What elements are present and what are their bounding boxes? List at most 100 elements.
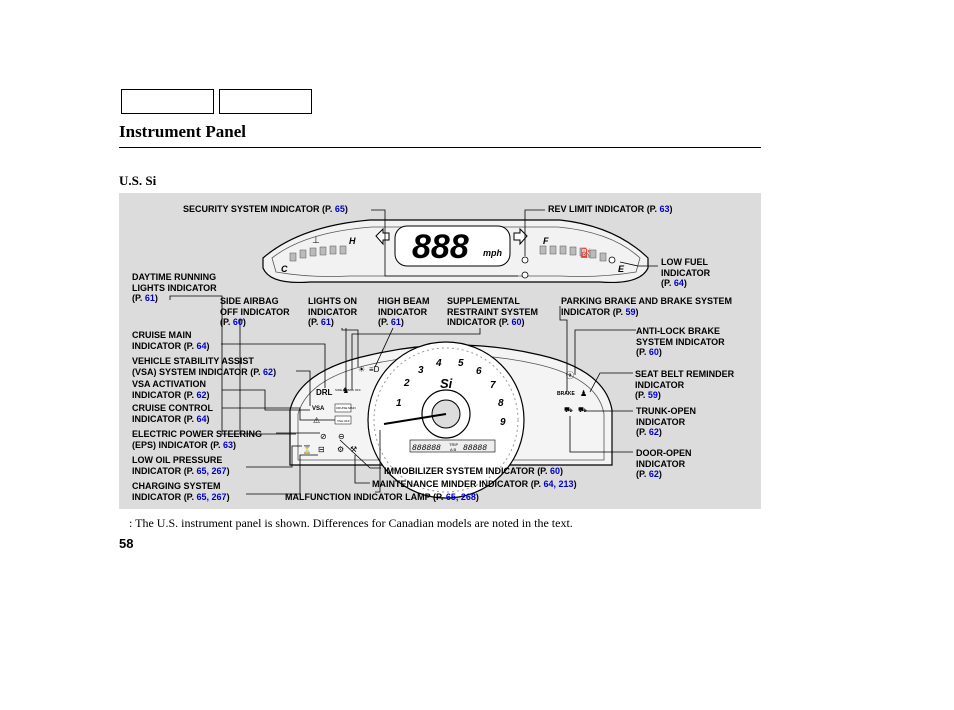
temp-c-label: C [281,264,288,274]
header-tab-2 [219,89,312,114]
page-ref-malfunction[interactable]: 65, 268 [445,492,476,502]
security-led [521,256,529,264]
turn-right-icon [513,227,528,246]
page-ref-cruise-control[interactable]: 64 [196,413,207,424]
oil-can-icon: ⏳ [302,444,312,454]
fuel-pump-icon: ⛽ [580,247,591,258]
vsa-indicator-text: VSA [312,406,325,412]
page-ref-parking-brake[interactable]: 59 [625,306,636,317]
label-security-system: SECURITY SYSTEM INDICATOR (P. 65) [183,204,348,214]
page-ref-drl[interactable]: 61 [144,293,155,303]
abs-icon: ⓐ [566,371,574,380]
battery-icon: ⊟ [318,445,325,454]
trip-digits: 88888 [463,444,487,453]
label-eps: ELECTRIC POWER STEERING (EPS) INDICATOR … [132,429,263,450]
rev-limit-led [521,271,529,279]
tachometer-needle [383,413,447,425]
page-ref-cruise-main[interactable]: 64 [196,340,207,351]
odometer-box [409,439,496,453]
tach-number-3: 3 [418,365,424,376]
turn-left-icon [375,227,390,246]
page-ref-lights-on[interactable]: 61 [320,317,331,327]
vsa-off-indicator-text: VSA OFF [337,419,350,423]
fuel-bar-segments [539,245,607,262]
seatbelt-icon: ♟ [580,389,587,398]
label-charging: CHARGING SYSTEM INDICATOR (P. 65, 267) [132,481,230,502]
label-vsa-activation: VSA ACTIVATION INDICATOR (P. 62) [132,379,210,400]
tach-number-7: 7 [490,380,496,391]
speed-display [394,225,511,267]
page-ref-door-open[interactable]: 62 [648,469,659,479]
page-ref-eps[interactable]: 63 [223,439,234,450]
page-ref-vsa-activation[interactable]: 62 [196,389,207,400]
odometer-digits: 888888 [412,444,441,453]
page-ref-high-beam[interactable]: 61 [390,317,401,327]
page-ref-side-airbag[interactable]: 60 [232,317,243,327]
page-ref-vsa-system[interactable]: 62 [263,366,274,377]
label-cruise-control: CRUISE CONTROL INDICATOR (P. 64) [132,403,213,424]
door-open-icon: ⛟ [564,407,573,414]
speed-digits: 888 [412,228,469,266]
label-vsa-system: VEHICLE STABILITY ASSIST (VSA) SYSTEM IN… [132,356,277,377]
trip-ab: A B [450,447,457,452]
label-low-oil: LOW OIL PRESSURE INDICATOR (P. 65, 267) [132,455,230,476]
page-title: Instrument Panel [119,122,247,141]
leader-lines [169,209,658,495]
page-ref-immobilizer[interactable]: 60 [550,466,561,476]
tach-number-4: 4 [435,358,442,369]
temp-bar-segments [289,245,347,262]
trunk-open-icon: ⛟ [578,407,587,414]
model-heading: U.S. Si [119,173,157,188]
engine-icon: ⚙ [337,445,344,454]
page-ref-trunk-open[interactable]: 62 [648,427,659,437]
cruise-main-indicator-text: CRUISE MAIN [336,406,356,410]
page-ref-maintenance[interactable]: 64, 213 [543,479,574,489]
high-beam-icon: ≡D [369,365,380,374]
lights-on-icon: ☀ [358,365,365,374]
page-number: 58 [119,536,134,551]
page-ref-charging[interactable]: 65, 267 [196,491,227,502]
trip-label: TRIP [449,442,458,447]
label-cruise-main: CRUISE MAIN INDICATOR (P. 64) [132,330,210,351]
temp-h-label: H [349,236,356,246]
page-ref-low-oil[interactable]: 65, 267 [196,465,227,476]
immobilizer-icon: ⊖ [338,432,345,441]
drl-indicator-text: DRL [316,388,333,397]
footnote: : The U.S. instrument panel is shown. Di… [129,516,573,530]
tach-number-8: 8 [498,398,504,409]
page-ref-srs[interactable]: 60 [511,317,522,327]
tach-number-1: 1 [396,398,402,409]
side-airbag-indicator-text: SIDE AIRBAG OFF [335,388,361,392]
page-ref-security[interactable]: 65 [334,204,345,214]
upper-display-inner [271,226,641,277]
warning-icon: ⚠ [313,416,320,425]
brake-indicator-text: BRAKE [557,391,575,397]
tach-number-2: 2 [403,378,410,389]
tach-number-6: 6 [476,366,482,377]
page-ref-rev-limit[interactable]: 63 [659,204,670,214]
eps-icon: ⊘ [320,432,327,441]
si-badge: Si [440,376,453,391]
label-parking-brake: PARKING BRAKE AND BRAKE SYSTEM INDICATOR… [561,296,733,317]
page-ref-abs[interactable]: 60 [648,347,659,357]
tach-number-9: 9 [500,417,506,428]
fuel-f-label: F [543,236,549,246]
page-ref-seatbelt[interactable]: 59 [647,390,658,400]
fuel-e-label: E [618,264,625,274]
tach-number-5: 5 [458,358,464,369]
srs-icon: ♞ [342,386,349,395]
page-ref-low-fuel[interactable]: 64 [673,278,684,288]
label-malfunction: MALFUNCTION INDICATOR LAMP (P. 65, 268) [285,492,479,502]
cruise-main-indicator-box [334,403,352,413]
title-rule [119,147,761,148]
speed-unit: mph [483,248,503,258]
